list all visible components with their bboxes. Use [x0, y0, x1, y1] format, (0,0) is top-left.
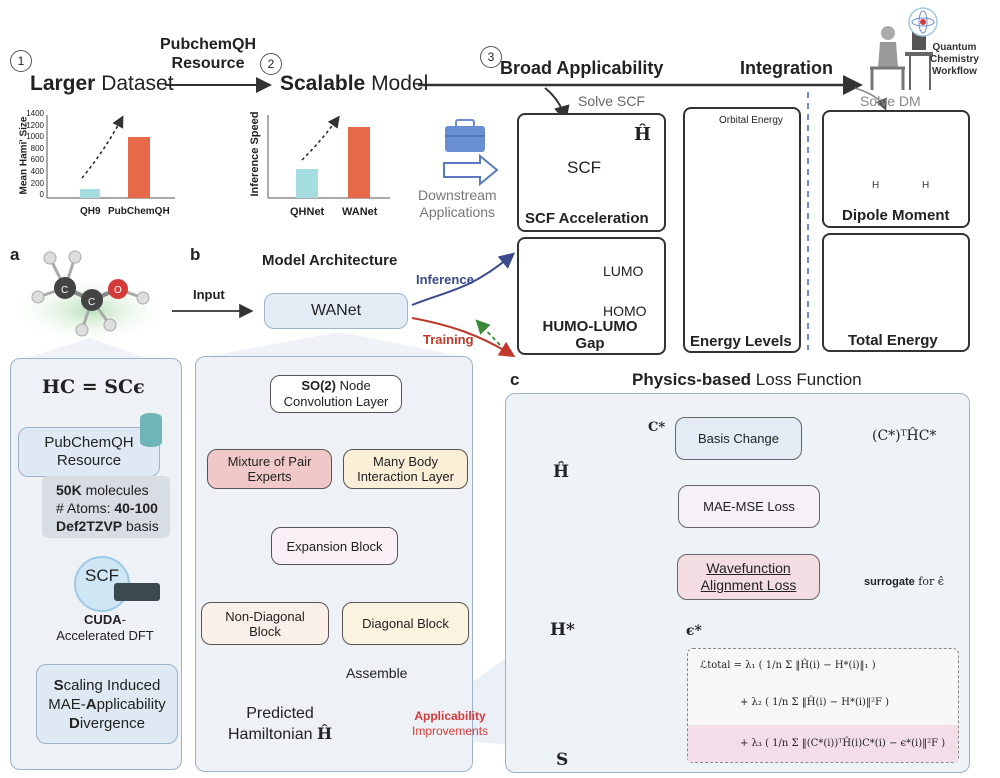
downstream-arrow-icon [443, 153, 499, 187]
plus-charge-icon-right: + [945, 174, 953, 189]
alignment-term-highlight [688, 725, 958, 762]
inference-label: Inference [416, 272, 474, 287]
scaling-divergence-box: Scaling Induced MAE-Applicability Diverg… [36, 664, 178, 744]
eps-star-label: ϵ* [686, 623, 702, 639]
scf-acceleration-box [517, 113, 666, 232]
atom-c1: C [61, 285, 69, 296]
minus-charge-icon: − [895, 124, 903, 139]
loss-function-title: Physics-based Loss Function [632, 370, 862, 389]
training-arrow [411, 317, 516, 358]
mae-mse-loss-box: MAE-MSE Loss [678, 485, 820, 528]
applicability-label: Applicability Improvements [412, 709, 489, 738]
section-b-label: b [190, 245, 201, 264]
step-3-badge: 3 [480, 46, 502, 68]
section-c-label: c [510, 370, 520, 389]
bar-qhnet [296, 169, 318, 198]
dataset-stats-tag [42, 476, 170, 538]
predicted-hamiltonian-label: Predicted Hamiltonian Ĥ [228, 705, 333, 743]
loss-equation-line1: ℒtotal = λ₁ ( 1/n Σ ‖Ĥ(i) − H*(i)‖₁ ) [700, 660, 876, 671]
assemble-label: Assemble [346, 665, 408, 681]
loss-equation-line2: + λ₂ ( 1/n Σ ‖Ĥ(i) − H*(i)‖²F ) [740, 697, 889, 708]
chart2-xtick-qhnet: QHNet [290, 206, 325, 218]
wanet-box: WANet [264, 293, 408, 329]
dipole-h-left: H [872, 180, 880, 191]
dipole-moment-box [822, 110, 970, 228]
bar-pubchemqh [128, 137, 150, 198]
scf-label-a: SCF [85, 566, 119, 585]
model-architecture-title: Model Architecture [262, 252, 398, 269]
cuda-dft-label: CUDA- Accelerated DFT [56, 612, 154, 643]
schrodinger-equation: HC = SCϵ [42, 376, 145, 398]
non-diagonal-block-box: Non-Diagonal Block [201, 602, 329, 645]
database-icon [140, 413, 162, 447]
c-star-label: C* [648, 420, 666, 435]
homo-label: HOMO [603, 303, 647, 319]
toolbox-icon [445, 126, 485, 152]
integration-title: Integration [740, 58, 833, 78]
many-body-interaction-box: Many Body Interaction Layer [343, 449, 468, 489]
lumo-label: LUMO [603, 263, 644, 279]
total-energy-title: Total Energy [848, 332, 938, 349]
basis-change-box: Basis Change [675, 417, 802, 460]
dipole-moment-title: Dipole Moment [842, 207, 950, 224]
section-a-label: a [10, 245, 20, 264]
input-label: Input [193, 287, 225, 302]
h-hat-label: Ĥ [634, 124, 652, 145]
bar-wanet [348, 127, 370, 198]
scf-circle-label: SCF [567, 158, 601, 177]
energy-levels-title: Energy Levels [690, 333, 792, 350]
solve-dm-label: Solve DM [860, 93, 921, 109]
step-1-title: Larger Dataset [30, 72, 174, 95]
solve-scf-label: Solve SCF [578, 93, 645, 109]
basis-transform-label: (C*)ᵀĤC* [872, 428, 937, 444]
gpu-card-icon [114, 583, 160, 601]
dataset-stats-text: 50K molecules # Atoms: 40-100 Def2TZVP b… [56, 482, 159, 534]
step-3-title: Broad Applicability [500, 58, 664, 78]
orbital-energy-label: Orbital Energy [719, 115, 783, 126]
training-label: Training [423, 332, 474, 347]
surrogate-label: surrogate for ϵ̂ [864, 575, 944, 588]
h-hat-matrix-label: Ĥ [553, 462, 570, 482]
step-2-title: Scalable Model [280, 72, 429, 95]
scf-acceleration-title: SCF Acceleration [525, 210, 649, 227]
dipole-o-atom: O [893, 150, 908, 170]
atom-c2: C [88, 297, 96, 308]
step-1-badge: 1 [10, 50, 32, 72]
chart1-xtick-qh9: QH9 [80, 206, 101, 217]
plus-charge-icon-left: + [852, 163, 860, 178]
step-2-badge: 2 [260, 53, 282, 75]
h-star-matrix-label: H* [550, 620, 575, 640]
chart2-xtick-wanet: WANet [342, 206, 378, 218]
total-energy-box [822, 233, 970, 352]
workflow-person-icon [870, 7, 938, 90]
expansion-block-box: Expansion Block [271, 527, 398, 565]
energy-levels-box [683, 107, 801, 353]
diagonal-block-box: Diagonal Block [342, 602, 469, 645]
inference-arrow [411, 252, 516, 306]
loss-equation-line3: + λ₃ ( 1/n Σ ‖(C*(i))ᵀĤ(i)C*(i) − ϵ*(i)‖… [740, 738, 946, 749]
chart1-xtick-pubchemqh: PubChemQH [108, 206, 170, 217]
dipole-h-right: H [922, 180, 930, 191]
atom-o: O [114, 285, 122, 296]
homo-lumo-box [517, 237, 666, 355]
bar-qh9 [80, 189, 100, 198]
arrow-solve-dm [854, 87, 888, 111]
mixture-pair-experts-box: Mixture of Pair Experts [207, 449, 332, 489]
chart2-ylabel: Inference Speed [249, 111, 261, 197]
s-matrix-label: S [556, 750, 569, 770]
